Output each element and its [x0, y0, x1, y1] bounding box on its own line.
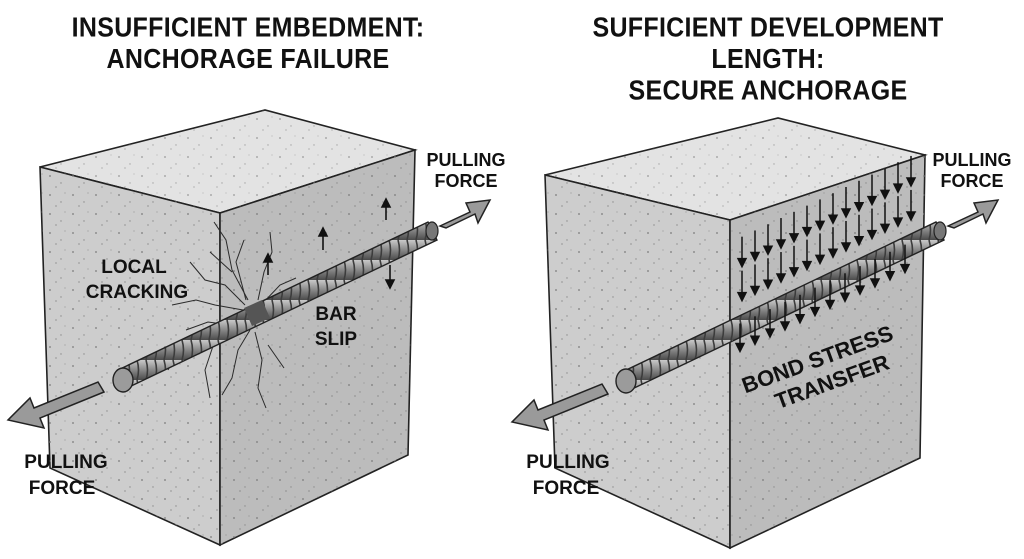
bond-arrow-head-0 — [736, 257, 748, 269]
left-title-line1: INSUFFICIENT EMBEDMENT: — [71, 12, 425, 44]
bond-arrow-head-33 — [809, 306, 821, 318]
bond-arrow-head-35 — [839, 292, 851, 303]
right-rebar-end — [615, 368, 637, 394]
bond-arrow-head-22 — [879, 189, 891, 201]
bond-arrow-head-19 — [853, 236, 865, 247]
left-force-left-line1: PULLING — [24, 452, 107, 473]
bond-arrow-head-3 — [749, 285, 761, 297]
slip-label-line1: BAR — [315, 304, 356, 325]
right-pull-arrow-right — [945, 199, 1000, 229]
bond-arrow-head-6 — [775, 239, 787, 250]
bond-arrow-head-10 — [801, 226, 813, 238]
left-force-left-line2: FORCE — [29, 478, 96, 499]
bond-arrow-head-37 — [869, 278, 881, 289]
bond-arrow-head-9 — [788, 267, 800, 278]
bond-arrow-head-18 — [853, 202, 865, 213]
right-pull-arrow-left — [510, 383, 610, 432]
bond-arrow-head-30 — [764, 328, 776, 339]
bond-arrow-head-13 — [814, 254, 826, 266]
right-panel-title: SUFFICIENT DEVELOPMENT LENGTH: SECURE AN… — [548, 12, 988, 106]
right-force-right-line1: PULLING — [933, 150, 1012, 170]
bond-arrow-head-16 — [840, 208, 852, 219]
bond-arrow-head-7 — [775, 273, 787, 284]
bond-arrow-head-36 — [854, 285, 866, 296]
bond-arrow-head-29 — [749, 335, 761, 346]
bond-arrow-head-4 — [762, 245, 774, 256]
left-pull-arrow-right — [437, 199, 492, 229]
right-title-line1: SUFFICIENT DEVELOPMENT LENGTH: — [592, 12, 944, 75]
bond-arrow-head-25 — [892, 217, 904, 228]
bond-arrow-head-26 — [905, 177, 917, 188]
left-rebar-end — [112, 367, 134, 393]
bond-arrow-head-31 — [779, 321, 791, 332]
bond-arrow-head-23 — [879, 223, 891, 235]
bond-arrow-head-5 — [762, 279, 774, 290]
bond-arrow-head-39 — [899, 263, 911, 275]
bond-arrow-head-14 — [827, 214, 839, 225]
crack-label-line1: LOCAL — [101, 257, 167, 278]
bond-arrow-head-32 — [794, 314, 806, 325]
bond-arrow-head-21 — [866, 229, 878, 241]
bond-arrow-head-1 — [736, 291, 748, 303]
bond-arrow-head-20 — [866, 195, 878, 207]
bond-arrow-head-28 — [734, 342, 746, 354]
bond-arrow-head-17 — [840, 242, 852, 253]
bond-arrow-head-24 — [892, 183, 904, 194]
bond-stress-arrows — [734, 155, 917, 354]
left-concrete-block — [39, 109, 418, 547]
right-rebar — [615, 221, 947, 394]
bond-arrow-head-2 — [749, 251, 761, 263]
left-rebar — [112, 221, 439, 393]
right-force-left-line1: PULLING — [526, 452, 609, 473]
right-force-right-line2: FORCE — [941, 171, 1004, 191]
bond-arrow-head-27 — [905, 211, 917, 222]
bond-arrow-head-11 — [801, 260, 813, 272]
bond-arrow-head-12 — [814, 220, 826, 232]
bond-arrow-head-34 — [824, 299, 836, 311]
bond-arrow-head-8 — [788, 233, 800, 244]
left-pull-arrow-left — [6, 381, 106, 430]
slip-label-line2: SLIP — [315, 329, 358, 350]
left-panel-title: INSUFFICIENT EMBEDMENT: ANCHORAGE FAILUR… — [28, 12, 468, 75]
right-title-line2: SECURE ANCHORAGE — [628, 74, 908, 107]
crack-label-line2: CRACKING — [86, 282, 188, 303]
left-slip-arrows — [262, 197, 396, 290]
bond-arrow-head-15 — [827, 248, 839, 259]
right-force-left-line2: FORCE — [533, 478, 600, 499]
left-title-line2: ANCHORAGE FAILURE — [106, 43, 390, 75]
left-force-right-line1: PULLING — [427, 150, 506, 170]
bond-arrow-head-38 — [884, 271, 896, 282]
left-force-right-line2: FORCE — [435, 171, 498, 191]
